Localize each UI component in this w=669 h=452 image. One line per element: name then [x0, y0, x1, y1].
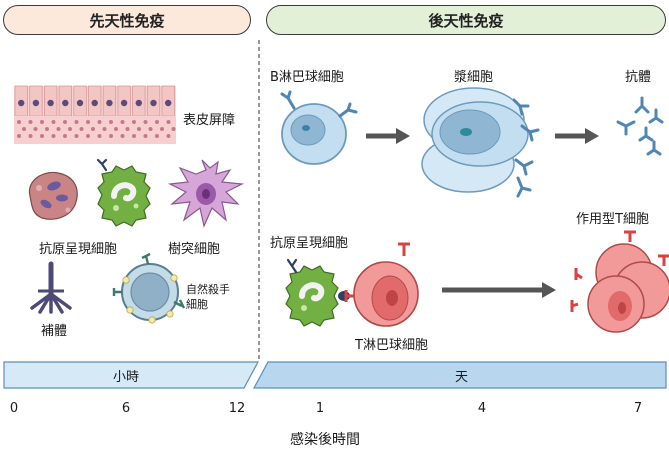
- apc-icon-adaptive: [285, 258, 350, 327]
- tick-1: 1: [315, 401, 325, 416]
- innate-title: 先天性免疫: [89, 11, 165, 30]
- effector-t-cells-icon: [570, 230, 669, 333]
- b-cell-icon: [280, 90, 358, 165]
- plasma-cell-icon: [421, 87, 540, 198]
- t-cell-icon: [344, 242, 419, 327]
- dendritic-cells-label: 樹突細胞: [168, 242, 221, 257]
- b-cells-label: B淋巴球細胞: [270, 70, 344, 85]
- apc-icon: [96, 158, 151, 227]
- nk-cell-label-line2: 細胞: [186, 298, 208, 311]
- band-days-label: 天: [455, 370, 469, 385]
- band-hours-label: 小時: [113, 370, 140, 385]
- plasma-cells-label: 漿細胞: [454, 70, 494, 85]
- axis-label: 感染後時間: [290, 432, 360, 448]
- effector-t-cells-label: 作用型T細胞: [576, 212, 649, 227]
- tick-12: 12: [228, 401, 246, 416]
- macrophage-icon: [28, 171, 78, 220]
- nk-cell-label-line1: 自然殺手: [186, 283, 230, 296]
- t-cells-label: T淋巴球細胞: [355, 338, 428, 353]
- adaptive-header: 後天性免疫: [266, 5, 666, 35]
- antibodies-label: 抗體: [625, 70, 652, 85]
- timeline-bands: [3, 361, 667, 389]
- arrow-icon-3: [442, 282, 556, 298]
- antibody-icon: [616, 96, 664, 156]
- dendritic-cell-icon: [167, 159, 245, 228]
- adaptive-apc-label: 抗原呈現細胞: [270, 236, 349, 251]
- arrow-icon: [366, 128, 410, 144]
- arrow-icon-2: [555, 128, 599, 144]
- epithelium-icon: [14, 85, 176, 144]
- adaptive-title: 後天性免疫: [428, 11, 504, 30]
- tick-6: 6: [121, 401, 131, 416]
- nk-cell-icon: [112, 252, 186, 324]
- complement-icon: [30, 261, 72, 314]
- innate-apc-label: 抗原呈現細胞: [39, 242, 118, 257]
- tick-4: 4: [477, 401, 487, 416]
- complement-label: 補體: [41, 324, 68, 339]
- tick-0: 0: [9, 401, 19, 416]
- epithelial-barrier-label: 表皮屏障: [183, 113, 236, 128]
- innate-header: 先天性免疫: [3, 5, 251, 35]
- tick-7: 7: [633, 401, 643, 416]
